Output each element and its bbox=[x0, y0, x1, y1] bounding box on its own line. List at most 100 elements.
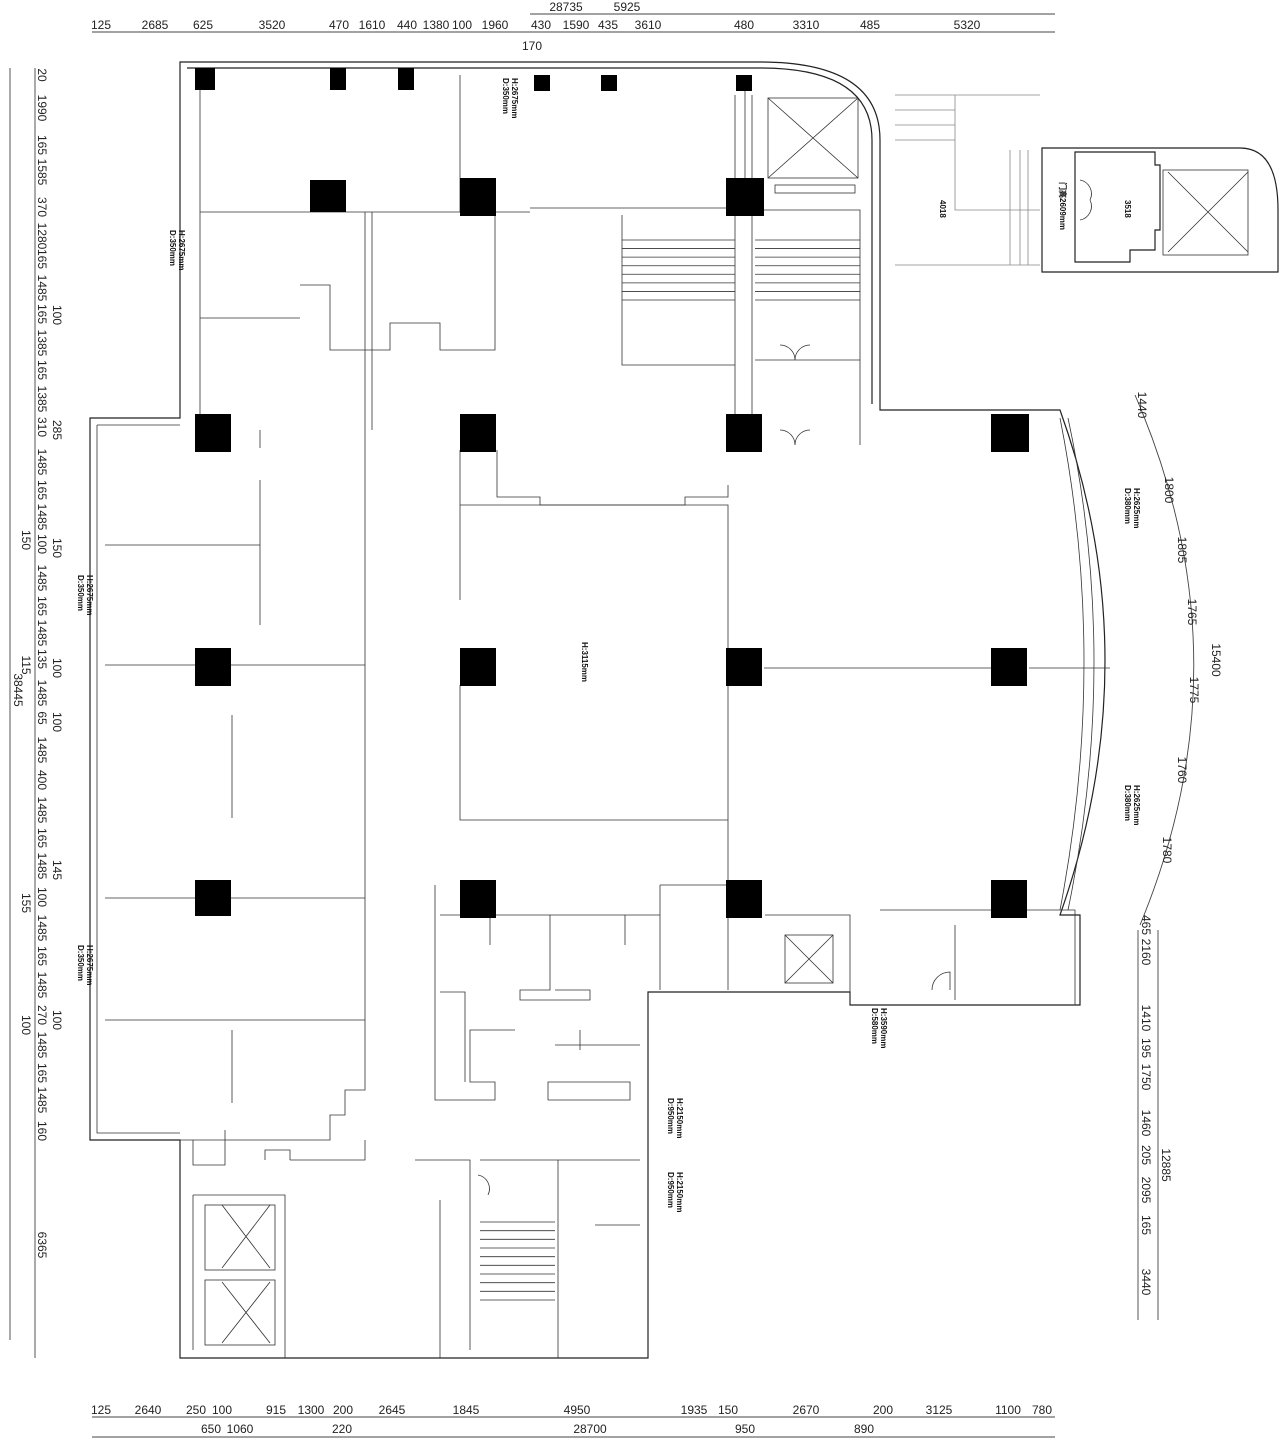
dim-label: 1485 bbox=[35, 620, 49, 647]
dim-label: 4950 bbox=[564, 1403, 591, 1417]
structural-columns bbox=[195, 68, 1029, 918]
beam-note: H:2150mm bbox=[675, 1172, 684, 1212]
dim-label: 1780 bbox=[1160, 837, 1174, 864]
dim-label: 2095 bbox=[1139, 1177, 1153, 1204]
level-mark: 3518 bbox=[1123, 200, 1132, 218]
dim-label: 435 bbox=[598, 18, 618, 32]
dim-label: 780 bbox=[1032, 1403, 1052, 1417]
column bbox=[195, 880, 231, 916]
dim-label: 165 bbox=[1139, 1215, 1153, 1235]
column bbox=[991, 880, 1027, 918]
dim-label: 1485 bbox=[35, 449, 49, 476]
dim-label: 285 bbox=[50, 420, 64, 440]
dim-label: 1440 bbox=[1135, 392, 1149, 419]
dim-label: 150 bbox=[19, 530, 33, 550]
dim-label: 2670 bbox=[793, 1403, 820, 1417]
dim-label: 15400 bbox=[1209, 643, 1223, 677]
beam-note: D:380mm bbox=[1123, 785, 1132, 821]
dim-label: 160 bbox=[35, 1121, 49, 1141]
dim-label: 205 bbox=[1139, 1145, 1153, 1165]
beam-note: H:2675mm bbox=[177, 230, 186, 270]
dim-label: 3520 bbox=[259, 18, 286, 32]
column bbox=[195, 68, 215, 90]
dim-label: 1960 bbox=[482, 18, 509, 32]
column bbox=[330, 68, 346, 90]
dim-label: 28700 bbox=[573, 1422, 607, 1436]
beam-note: H:2150mm bbox=[675, 1098, 684, 1138]
dim-label: 3440 bbox=[1139, 1269, 1153, 1296]
dim-label: 2685 bbox=[142, 18, 169, 32]
column bbox=[726, 648, 762, 686]
dim-label: 165 bbox=[35, 135, 49, 155]
column bbox=[601, 75, 617, 91]
dim-label: 100 bbox=[50, 305, 64, 325]
dim-label: 250 bbox=[186, 1403, 206, 1417]
dim-label: 1280 bbox=[35, 223, 49, 250]
dim-label: 310 bbox=[35, 417, 49, 437]
dim-label: 135 bbox=[35, 649, 49, 669]
dim-label: 1485 bbox=[35, 1087, 49, 1114]
dim-label: 1300 bbox=[298, 1403, 325, 1417]
dim-label: 165 bbox=[35, 946, 49, 966]
dim-label: 1585 bbox=[35, 159, 49, 186]
dim-label: 625 bbox=[193, 18, 213, 32]
elevator-icon bbox=[784, 934, 834, 984]
dim-label: 125 bbox=[91, 18, 111, 32]
dim-label: 430 bbox=[531, 18, 551, 32]
dim-label: 195 bbox=[1139, 1038, 1153, 1058]
dim-label: 145 bbox=[50, 860, 64, 880]
left-dimensions: 2019901651585370128016514851651385165138… bbox=[11, 68, 64, 1258]
dim-label: 1485 bbox=[35, 797, 49, 824]
dim-label: 165 bbox=[35, 304, 49, 324]
column bbox=[726, 414, 762, 452]
dim-label: 1610 bbox=[359, 18, 386, 32]
dim-label: 5925 bbox=[614, 0, 641, 14]
dim-label: 100 bbox=[212, 1403, 232, 1417]
beam-note: D:950mm bbox=[666, 1172, 675, 1208]
dim-label: 165 bbox=[35, 828, 49, 848]
dim-label: 1100 bbox=[995, 1403, 1021, 1417]
dim-label: 100 bbox=[35, 887, 49, 907]
dim-label: 1060 bbox=[227, 1422, 254, 1436]
beam-note: D:350mm bbox=[76, 575, 85, 611]
dim-label: 38445 bbox=[11, 673, 25, 707]
dim-label: 100 bbox=[19, 1015, 33, 1035]
beam-note: D:380mm bbox=[1123, 488, 1132, 524]
dim-label: 1800 bbox=[1162, 477, 1176, 504]
dim-label: 1385 bbox=[35, 386, 49, 413]
dim-label: 3610 bbox=[635, 18, 662, 32]
dim-label: 1805 bbox=[1175, 537, 1189, 564]
column bbox=[460, 414, 496, 452]
dim-label: 485 bbox=[860, 18, 880, 32]
dim-label: 650 bbox=[201, 1422, 221, 1436]
top-dimensions: 28735 5925 125 2685 625 3520 470 1610 44… bbox=[91, 0, 981, 53]
right-dimensions: 2160141019517501460205209516534401288514… bbox=[1135, 392, 1223, 1296]
column bbox=[195, 414, 231, 452]
dim-label: 3125 bbox=[926, 1403, 953, 1417]
dim-label: 165 bbox=[35, 596, 49, 616]
dim-label: 1485 bbox=[35, 853, 49, 880]
dim-label: 100 bbox=[50, 712, 64, 732]
dim-label: 1775 bbox=[1187, 677, 1201, 704]
elevator-icon bbox=[204, 1204, 276, 1271]
dim-label: 890 bbox=[854, 1422, 874, 1436]
dim-label: 170 bbox=[522, 39, 542, 53]
column bbox=[460, 178, 496, 216]
door-height-note: 门高2609mm bbox=[1058, 182, 1068, 230]
dim-label: 915 bbox=[266, 1403, 286, 1417]
dim-label: 6365 bbox=[35, 1232, 49, 1259]
dim-label: 20 bbox=[35, 68, 49, 82]
dim-label: 155 bbox=[19, 893, 33, 913]
dim-label: 1485 bbox=[35, 737, 49, 764]
beam-note: H:2625mm bbox=[1132, 785, 1141, 825]
column bbox=[726, 178, 764, 216]
column bbox=[991, 414, 1029, 452]
beam-note: D:350mm bbox=[501, 78, 510, 114]
beam-note: H:2675mm bbox=[85, 945, 94, 985]
dim-label: 28735 bbox=[549, 0, 583, 14]
beam-note: H:2675mm bbox=[85, 575, 94, 615]
staircases bbox=[480, 239, 860, 1301]
dim-label: 220 bbox=[332, 1422, 352, 1436]
